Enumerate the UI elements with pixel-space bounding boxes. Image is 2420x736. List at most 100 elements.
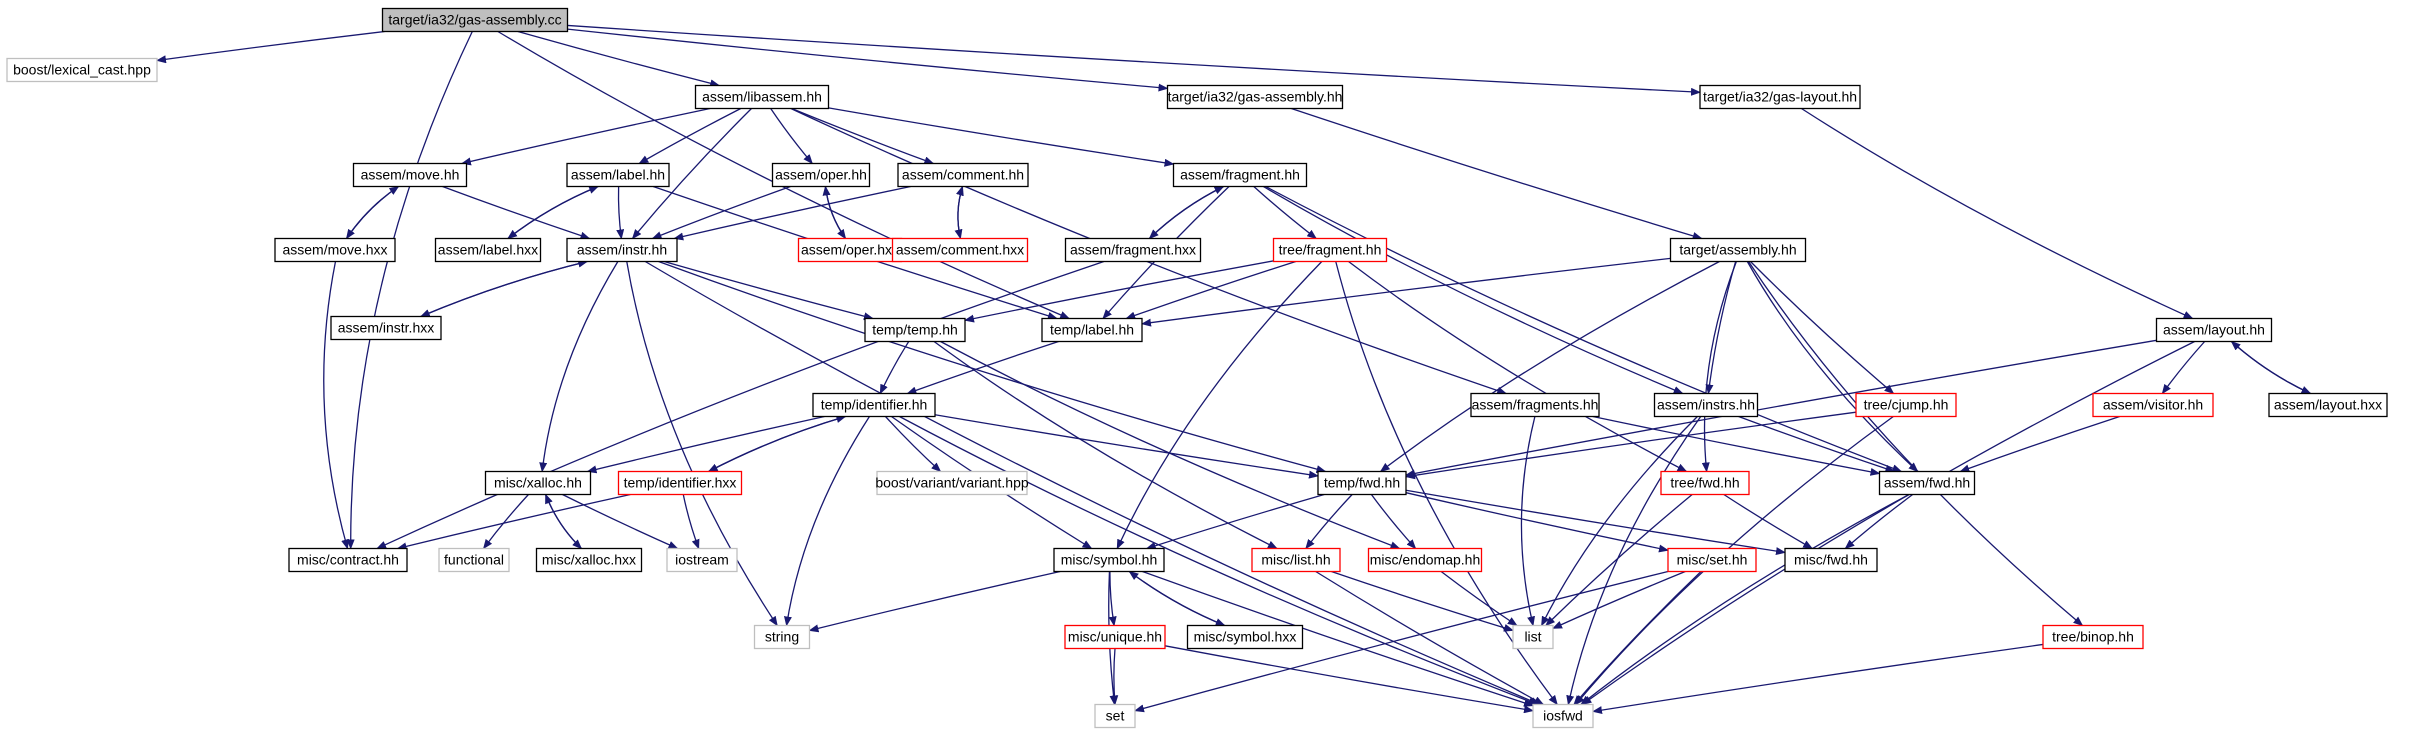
- edge-layouthxx-to-layouthh: [2230, 340, 2311, 395]
- edge-instrhh-to-string: [626, 261, 778, 627]
- node-label: assem/visitor.hh: [2103, 397, 2203, 413]
- node-iostream[interactable]: iostream: [666, 547, 738, 573]
- node-temp-fwd-hh[interactable]: temp/fwd.hh: [1317, 470, 1407, 496]
- node-label: assem/comment.hh: [902, 167, 1024, 183]
- edge-identhxx-to-identhh: [708, 415, 847, 473]
- node-assem-instr-hh[interactable]: assem/instr.hh: [566, 237, 678, 263]
- node-assem-instrs-hh[interactable]: assem/instrs.hh: [1653, 392, 1759, 418]
- node-assem-layout-hh[interactable]: assem/layout.hh: [2155, 317, 2273, 343]
- node-assem-label-hxx[interactable]: assem/label.hxx: [434, 237, 542, 263]
- edge-root-to-lexcast: [156, 30, 385, 64]
- node-label: assem/label.hh: [571, 167, 665, 183]
- node-target-ia32-gas-assembly-hh[interactable]: target/ia32/gas-assembly.hh: [1166, 84, 1344, 110]
- edge-root-to-templabel: [497, 30, 1071, 320]
- node-target-ia32-gas-layout-hh[interactable]: target/ia32/gas-layout.hh: [1699, 84, 1861, 110]
- node-assem-fragments-hh[interactable]: assem/fragments.hh: [1470, 392, 1600, 418]
- node-box: [381, 7, 569, 33]
- edge-layouthh-to-iosfwd: [1581, 340, 2195, 706]
- edge-fraghh-to-treefrag: [1253, 186, 1317, 240]
- node-box: [1699, 84, 1861, 110]
- node-assem-instr-hxx[interactable]: assem/instr.hxx: [330, 315, 442, 341]
- node-temp-identifier-hxx[interactable]: temp/identifier.hxx: [617, 470, 743, 496]
- node-tree-fwd-hh[interactable]: tree/fwd.hh: [1660, 470, 1750, 496]
- node-misc-unique-hh[interactable]: misc/unique.hh: [1064, 624, 1166, 650]
- node-assem-move-hh[interactable]: assem/move.hh: [352, 162, 468, 188]
- node-target-assembly-hh[interactable]: target/assembly.hh: [1669, 237, 1807, 263]
- edge-gaslayout-to-layouthh: [1801, 107, 2194, 320]
- node-misc-fwd-hh[interactable]: misc/fwd.hh: [1784, 547, 1878, 573]
- node-box: [1251, 547, 1341, 573]
- node-label: assem/layout.hxx: [2274, 397, 2382, 413]
- node-label: assem/instrs.hh: [1657, 397, 1755, 413]
- node-boost-variant-variant-hpp[interactable]: boost/variant/variant.hpp: [875, 470, 1029, 496]
- node-boost-lexical-cast-hpp[interactable]: boost/lexical_cast.hpp: [6, 57, 158, 83]
- node-misc-xalloc-hh[interactable]: misc/xalloc.hh: [484, 470, 592, 496]
- node-list[interactable]: list: [1512, 624, 1554, 650]
- node-label: target/ia32/gas-layout.hh: [1703, 89, 1857, 105]
- edge-tempfwd-to-sethh: [1405, 492, 1669, 553]
- node-box: [484, 470, 592, 496]
- node-assem-comment-hxx[interactable]: assem/comment.hxx: [891, 237, 1029, 263]
- node-label: misc/xalloc.hh: [494, 475, 582, 491]
- node-assem-oper-hh[interactable]: assem/oper.hh: [771, 162, 871, 188]
- node-label: misc/xalloc.hxx: [542, 552, 636, 568]
- edge-assemfwd-to-iosfwd: [1580, 493, 1910, 706]
- node-assem-fragment-hh[interactable]: assem/fragment.hh: [1172, 162, 1308, 188]
- node-functional[interactable]: functional: [438, 547, 510, 573]
- node-box: [438, 547, 510, 573]
- node-temp-label-hh[interactable]: temp/label.hh: [1041, 317, 1143, 343]
- edge-asmhh-to-tempfwd: [1379, 260, 1720, 473]
- node-iosfwd[interactable]: iosfwd: [1532, 703, 1594, 729]
- node-box: [535, 547, 643, 573]
- node-assem-label-hh[interactable]: assem/label.hh: [566, 162, 670, 188]
- node-assem-move-hxx[interactable]: assem/move.hxx: [274, 237, 396, 263]
- node-assem-fwd-hh[interactable]: assem/fwd.hh: [1878, 470, 1976, 496]
- edge-operhh-to-instrhh: [651, 185, 791, 240]
- node-set[interactable]: set: [1094, 703, 1136, 729]
- node-label: misc/set.hh: [1677, 552, 1748, 568]
- node-assem-comment-hh[interactable]: assem/comment.hh: [897, 162, 1029, 188]
- node-misc-endomap-hh[interactable]: misc/endomap.hh: [1367, 547, 1483, 573]
- edge-tempfwd-to-listhh: [1305, 494, 1353, 550]
- node-string[interactable]: string: [753, 624, 811, 650]
- node-temp-identifier-hh[interactable]: temp/identifier.hh: [812, 392, 936, 418]
- node-box: [876, 470, 1028, 496]
- node-misc-xalloc-hxx[interactable]: misc/xalloc.hxx: [535, 547, 643, 573]
- node-assem-oper-hxx[interactable]: assem/oper.hxx: [797, 237, 903, 263]
- edge-endomap-to-list: [1440, 570, 1518, 627]
- node-label: assem/label.hxx: [438, 242, 538, 258]
- node-box: [2155, 317, 2273, 343]
- edge-xallochxx-to-xallochh: [545, 493, 582, 549]
- node-box: [753, 624, 811, 650]
- edge-movehxx-to-movehh: [345, 185, 400, 239]
- node-temp-temp-hh[interactable]: temp/temp.hh: [864, 317, 966, 343]
- edge-asmhh-to-templabel: [1141, 257, 1671, 327]
- node-tree-fragment-hh[interactable]: tree/fragment.hh: [1272, 237, 1388, 263]
- node-misc-list-hh[interactable]: misc/list.hh: [1251, 547, 1341, 573]
- node-assem-fragment-hxx[interactable]: assem/fragment.hxx: [1064, 237, 1202, 263]
- edge-layouthh-to-tempfwd: [1405, 339, 2157, 478]
- edge-movehh-to-movehxx: [345, 185, 399, 240]
- node-box: [1053, 547, 1165, 573]
- node-tree-cjump-hh[interactable]: tree/cjump.hh: [1855, 392, 1957, 418]
- edge-instrshh-to-assemfwd: [1738, 415, 1896, 473]
- node-box: [1094, 703, 1136, 729]
- edge-layouthh-to-visitor: [2161, 341, 2206, 395]
- node-box: [274, 237, 396, 263]
- node-misc-contract-hh[interactable]: misc/contract.hh: [288, 547, 408, 573]
- node-label: iosfwd: [1543, 708, 1583, 724]
- edge-listhh-to-list: [1331, 570, 1514, 632]
- node-label: boost/lexical_cast.hpp: [13, 62, 151, 78]
- node-target-ia32-gas-assembly-cc[interactable]: target/ia32/gas-assembly.cc: [381, 7, 569, 33]
- node-misc-symbol-hxx[interactable]: misc/symbol.hxx: [1186, 624, 1304, 650]
- node-tree-binop-hh[interactable]: tree/binop.hh: [2042, 624, 2144, 650]
- edge-instrshh-to-list: [1540, 416, 1698, 627]
- node-misc-set-hh[interactable]: misc/set.hh: [1667, 547, 1757, 573]
- node-assem-libassem-hh[interactable]: assem/libassem.hh: [694, 84, 830, 110]
- node-box: [330, 315, 442, 341]
- node-assem-visitor-hh[interactable]: assem/visitor.hh: [2092, 392, 2214, 418]
- edge-instrhh-to-xallochh: [539, 261, 619, 473]
- node-assem-layout-hxx[interactable]: assem/layout.hxx: [2268, 392, 2388, 418]
- node-misc-symbol-hh[interactable]: misc/symbol.hh: [1053, 547, 1165, 573]
- edge-fragshh-to-assemfwd: [1592, 415, 1881, 476]
